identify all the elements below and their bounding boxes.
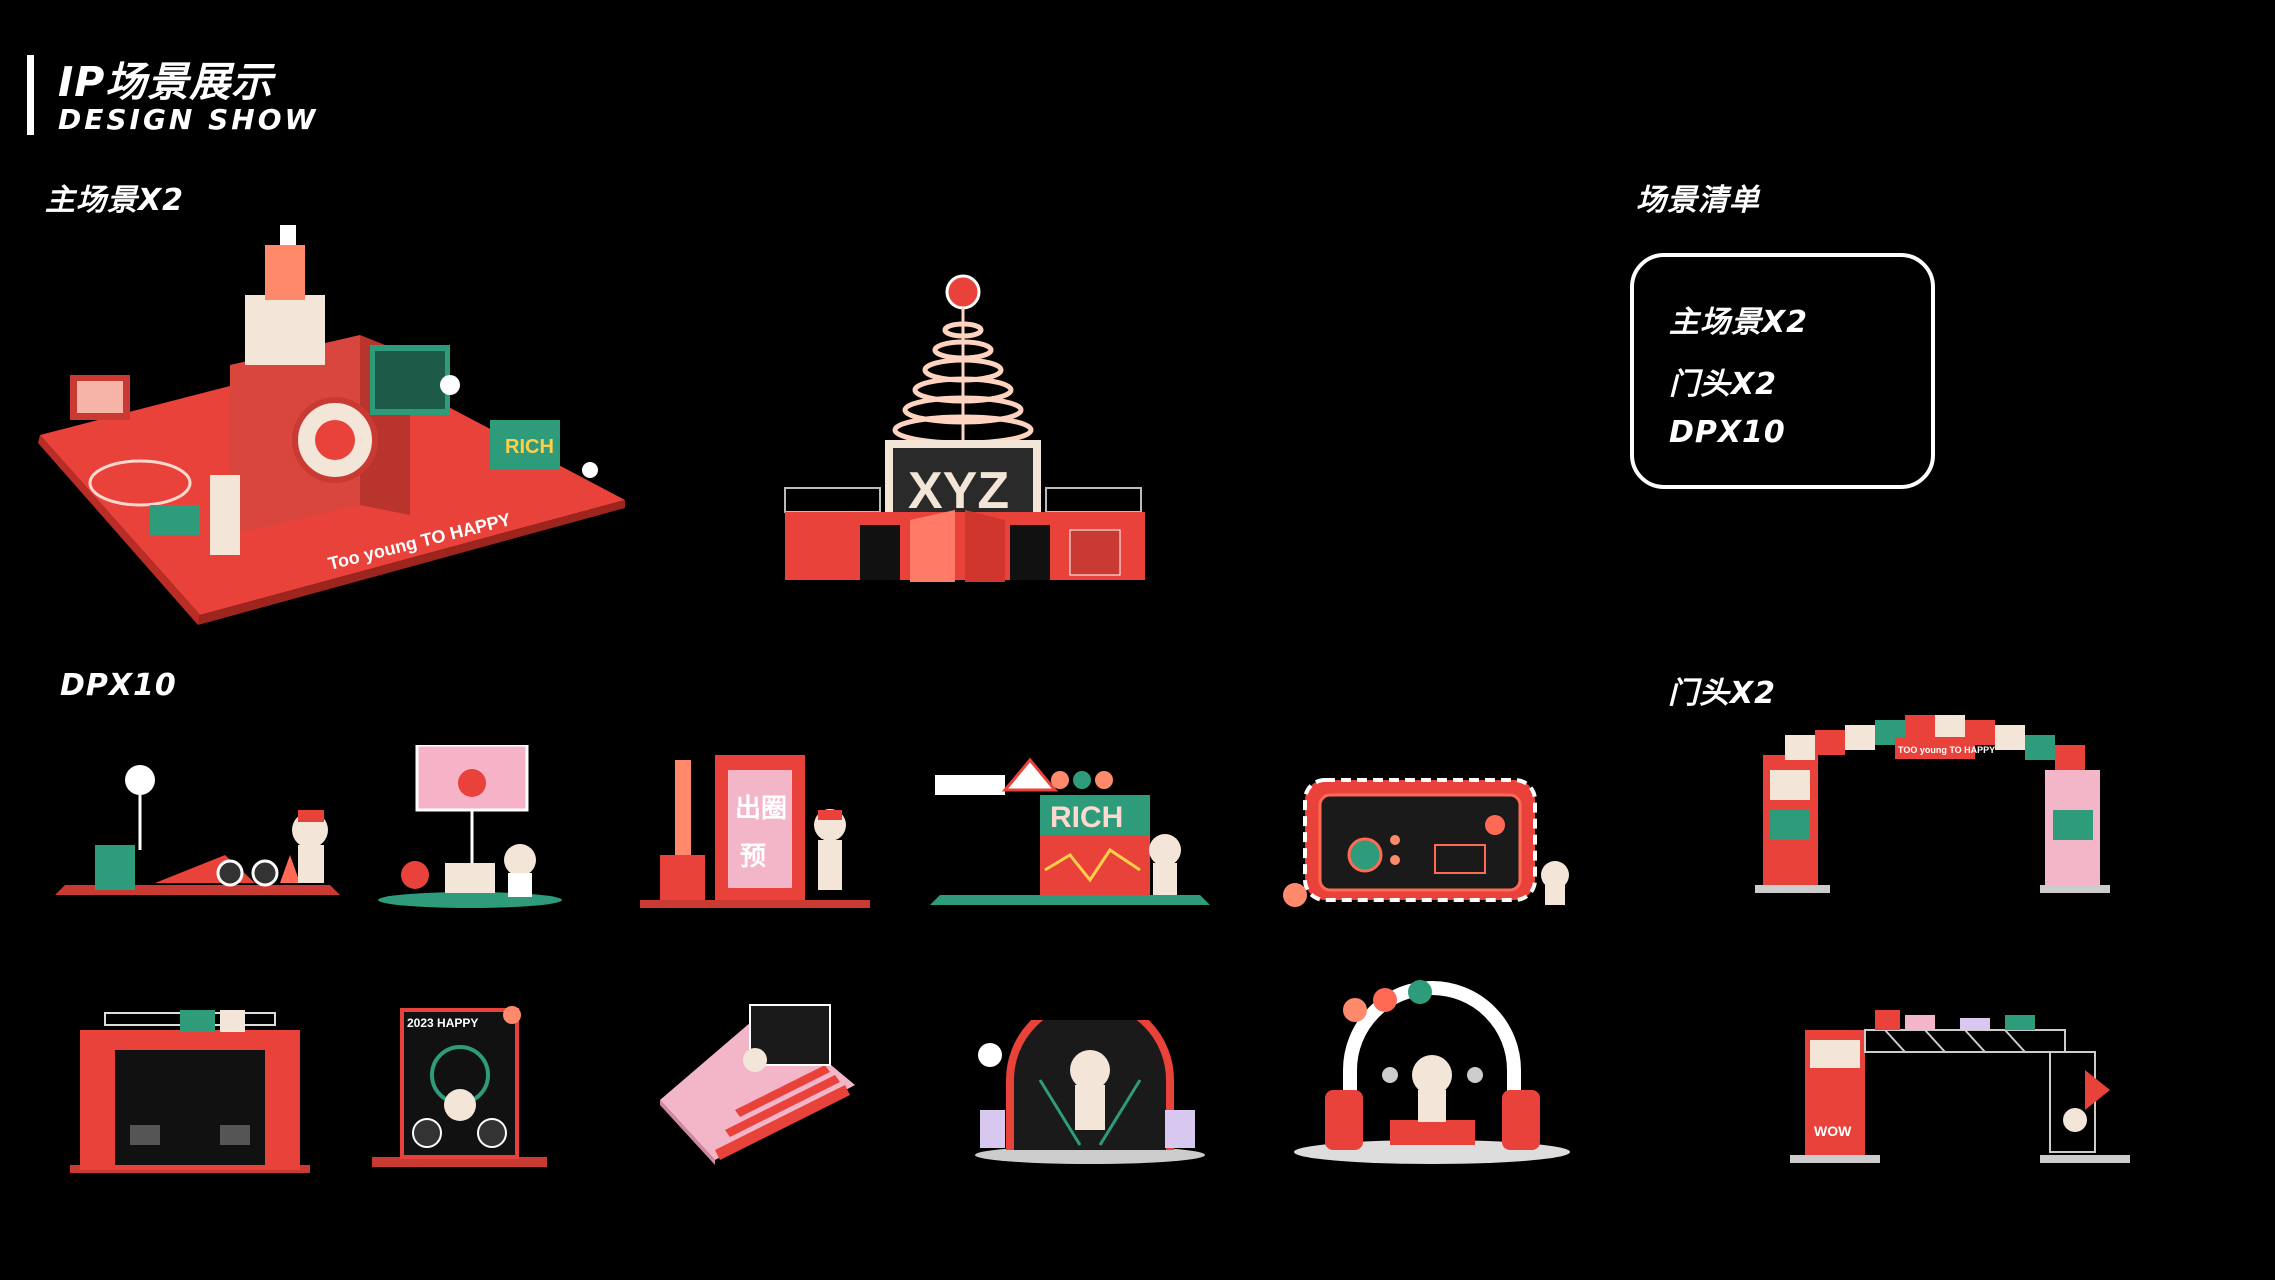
dp-5-render [1280, 775, 1575, 910]
rich-sign: RICH [505, 436, 554, 458]
door-text: 出圈 [735, 794, 787, 824]
xyz-sign: XYZ [908, 462, 1009, 520]
section-dp-label: DPX10 [60, 668, 177, 703]
main-scene-1-render: RICH Too young TO HAPPY [30, 225, 630, 625]
scene-list-item: DPX10 [1669, 415, 1786, 450]
wow-sign: WOW [1814, 1123, 1852, 1139]
gate-slogan: TOO young TO HAPPY [1898, 745, 1995, 755]
page-subtitle: DESIGN SHOW [58, 103, 319, 136]
dp-3-render: 出圈 预 [640, 755, 870, 910]
scene-list-item: 门头X2 [1669, 367, 1778, 402]
page-title: IP场景展示 [58, 58, 274, 106]
scene-list-item: 主场景X2 [1669, 305, 1809, 340]
section-scene-list-label: 场景清单 [1636, 183, 1760, 218]
section-gates-label: 门头X2 [1668, 676, 1777, 711]
dp-1-render [55, 765, 340, 900]
door-text-2: 预 [740, 842, 766, 872]
title-accent-bar [27, 55, 34, 135]
dp-8-render [655, 1000, 860, 1165]
dp-7-render: 2023 HAPPY [372, 1005, 547, 1170]
gate-1-render: TOO young TO HAPPY [1755, 715, 2115, 895]
scene-list-box: 主场景X2 门头X2 DPX10 [1630, 253, 1935, 489]
dp-4-render: RICH [930, 755, 1210, 910]
main-scene-2-render: XYZ [780, 270, 1150, 585]
dp-2-render [375, 745, 565, 910]
dp-6-render [70, 1005, 310, 1175]
dp-rich-sign: RICH [1050, 801, 1123, 834]
year-sign: 2023 HAPPY [407, 1016, 478, 1030]
gate-2-render: WOW [1790, 1010, 2135, 1165]
dp-9-render [970, 1020, 1210, 1165]
section-main-scenes-label: 主场景X2 [45, 183, 185, 218]
dp-10-render [1290, 980, 1575, 1165]
